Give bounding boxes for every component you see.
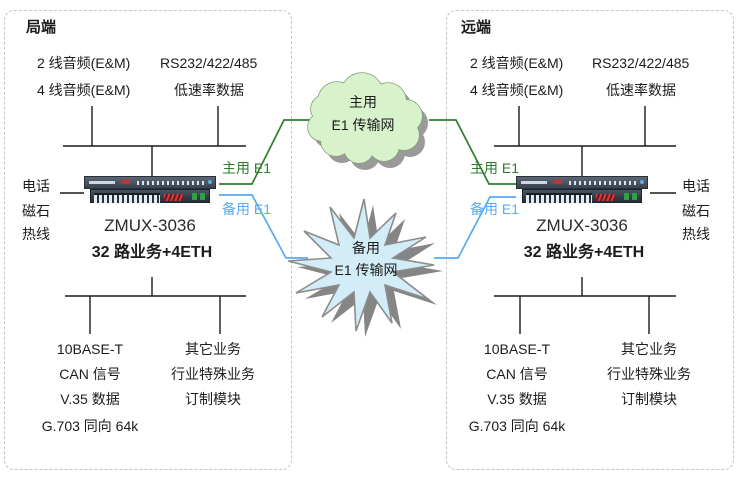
primary-e1-label-left: 主用 E1: [222, 160, 272, 176]
device-top-unit: [516, 176, 648, 189]
device-label-bar: [521, 181, 547, 184]
zmux-device-left: [84, 176, 216, 203]
label-special-services-left: 行业特殊业务: [171, 366, 255, 382]
label-special-services-right: 行业特殊业务: [607, 366, 691, 382]
label-g703-left: G.703 同向 64k: [41, 418, 139, 434]
panel-title-remote: 远端: [461, 19, 492, 36]
label-audio4w-right: 4 线音频(E&M): [470, 82, 564, 98]
label-phone-left: 电话: [22, 178, 50, 194]
backup-e1-link-right: [434, 196, 516, 259]
label-serial-right: RS232/422/485: [592, 55, 690, 71]
primary-network-type: E1 传输网: [331, 117, 395, 133]
backup-e1-label-right: 备用 E1: [470, 201, 520, 217]
label-audio4w-left: 4 线音频(E&M): [37, 82, 131, 98]
device-rj45-ports: [94, 193, 160, 203]
device-led-icon: [208, 180, 212, 184]
device-red-ports: [164, 194, 183, 201]
device-green-connector: [192, 193, 197, 200]
label-v35-left: V.35 数据: [60, 391, 120, 407]
device-marking-strip: [137, 181, 206, 185]
label-other-services-left: 其它业务: [185, 341, 241, 357]
device-green-connector: [624, 193, 629, 200]
device-model-right: ZMUX-3036: [536, 216, 628, 235]
label-hotline-right: 热线: [682, 226, 710, 242]
label-custom-module-left: 订制模块: [185, 391, 241, 407]
label-serial-left: RS232/422/485: [160, 55, 258, 71]
device-top-unit: [84, 176, 216, 189]
label-lowspeed-right: 低速率数据: [606, 82, 676, 98]
label-custom-module-right: 订制模块: [621, 391, 677, 407]
label-can-right: CAN 信号: [486, 366, 548, 382]
device-red-chip: [553, 180, 562, 184]
label-v35-right: V.35 数据: [487, 391, 547, 407]
device-port-unit: [90, 189, 210, 203]
label-10baset-left: 10BASE-T: [56, 341, 124, 357]
label-10baset-right: 10BASE-T: [483, 341, 551, 357]
zmux-device-right: [516, 176, 648, 203]
backup-network-type: E1 传输网: [334, 262, 398, 278]
label-magneto-left: 磁石: [22, 203, 50, 219]
backup-e1-link-left: [219, 194, 308, 259]
remote-end-panel: [446, 10, 734, 470]
device-green-connector: [200, 193, 205, 200]
device-red-chip: [121, 180, 130, 184]
label-audio2w-right: 2 线音频(E&M): [470, 55, 564, 71]
device-led-icon: [640, 180, 644, 184]
device-label-bar: [89, 181, 115, 184]
device-caption-left: 32 路业务+4ETH: [91, 244, 213, 261]
device-red-ports: [596, 194, 615, 201]
local-end-panel: [4, 10, 292, 470]
backup-network-name: 备用: [352, 240, 380, 256]
label-phone-right: 电话: [682, 178, 710, 194]
label-lowspeed-left: 低速率数据: [174, 82, 244, 98]
label-g703-right: G.703 同向 64k: [468, 418, 566, 434]
label-magneto-right: 磁石: [682, 203, 710, 219]
primary-network-name: 主用: [349, 94, 377, 110]
label-audio2w-left: 2 线音频(E&M): [37, 55, 131, 71]
device-model-left: ZMUX-3036: [104, 216, 196, 235]
label-hotline-left: 热线: [22, 226, 50, 242]
device-green-connector: [632, 193, 637, 200]
device-rj45-ports: [526, 193, 592, 203]
primary-e1-link-right: [429, 119, 516, 185]
device-port-unit: [522, 189, 642, 203]
label-other-services-right: 其它业务: [621, 341, 677, 357]
primary-e1-label-right: 主用 E1: [470, 160, 520, 176]
device-marking-strip: [569, 181, 638, 185]
panel-title-local: 局端: [26, 19, 57, 36]
label-can-left: CAN 信号: [59, 366, 121, 382]
primary-e1-link-left: [219, 119, 311, 185]
device-caption-right: 32 路业务+4ETH: [523, 244, 645, 261]
backup-e1-label-left: 备用 E1: [222, 201, 272, 217]
